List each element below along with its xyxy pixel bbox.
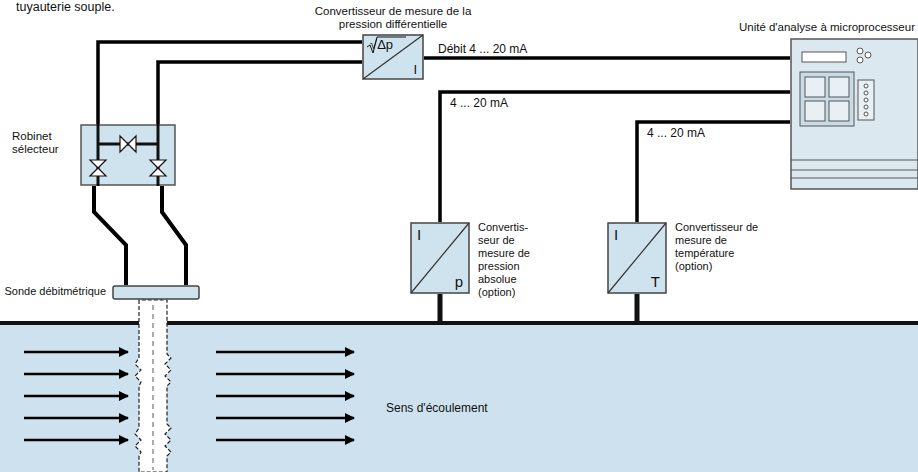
converter-symbol: √Δp [370,37,393,52]
flow-probe-outline [112,285,200,300]
converter-title: Convertisseur de mesure de la pression d… [308,5,478,31]
flow-arrows [24,352,354,440]
impulse-line [158,62,362,124]
converter-symbol: I [417,226,421,243]
pressure-tap [438,294,443,325]
absolute-pressure-converter: IpConvertis- seur de mesure de pression … [410,222,470,294]
flow-probe: Sonde débitmétrique [112,285,200,300]
valve-label: Robinet sélecteur [12,130,74,156]
signal-label: Débit 4 ... 20 mA [436,42,529,56]
signal-label: 4 ... 20 mA [448,96,510,110]
converter-label: Convertis- seur de mesure de pression ab… [478,221,542,299]
caption-fragment: tuyauterie souple. [16,0,115,14]
impulse-line [98,42,362,124]
temperature-converter: ITConvertisseur de mesure de température… [607,222,667,294]
signal-line [637,122,790,222]
analyzer-unit: Unité d'analyse à microprocesseur [790,38,918,190]
signal-line [424,56,790,60]
flow-direction-label: Sens d'écoulement [386,401,488,415]
differential-pressure-converter: Convertisseur de mesure de la pression d… [362,34,424,80]
impulse-line [94,186,126,285]
selector-valve-outline [80,124,176,186]
impulse-line [162,186,186,285]
pipe-fluid [0,323,918,472]
probe-tube [135,300,171,472]
converter-symbol: T [651,273,660,290]
pipe-wall [0,321,918,325]
temperature-tap [635,294,640,325]
analyzer-title: Unité d'analyse à microprocesseur [739,21,915,34]
converter-label: Convertisseur de mesure de température (… [675,221,763,273]
selector-valve: Robinet sélecteur [80,124,176,186]
probe-label: Sonde débitmétrique [4,285,106,298]
signal-line [440,92,790,222]
signal-label: 4 ... 20 mA [645,126,707,140]
analyzer-unit-outline [790,38,918,190]
converter-symbol: I [614,226,618,243]
converter-symbol: I [413,62,417,77]
converter-symbol: p [455,273,463,290]
